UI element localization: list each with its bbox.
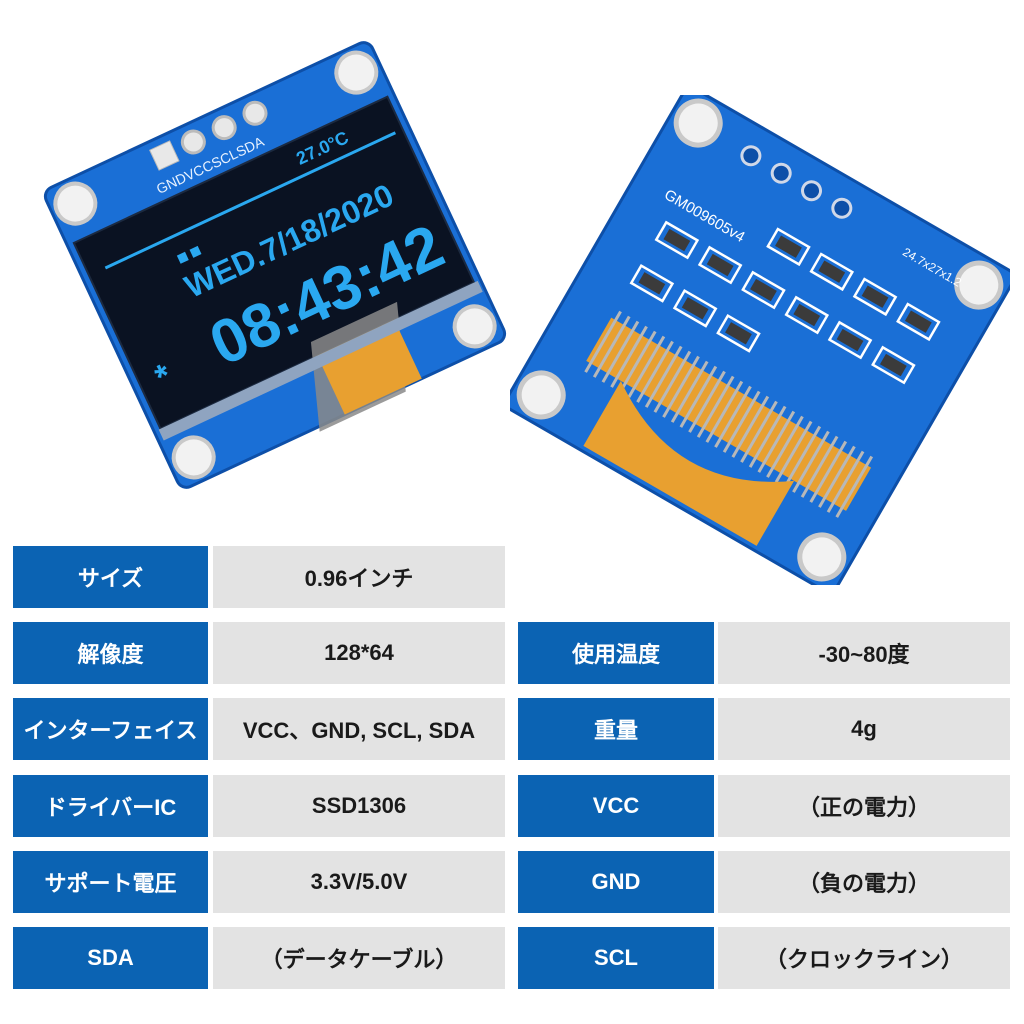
screen-divider (104, 131, 397, 270)
mount-hole-icon (334, 50, 379, 95)
oled-back-image: 24.7x27x1.2 GM009605v4 (510, 95, 1010, 585)
oled-back-drawing: 24.7x27x1.2 GM009605v4 (510, 95, 1010, 585)
pin-pad-icon (149, 140, 180, 171)
spec-label-interface: インターフェイス (13, 698, 208, 760)
mount-hole-icon (954, 260, 1004, 310)
spec-label-driver-ic: ドライバーIC (13, 775, 208, 837)
spec-value-driver-ic: SSD1306 (213, 775, 505, 837)
mount-hole-icon (171, 435, 216, 480)
mount-hole-icon (673, 98, 723, 148)
spec-value-scl: （クロックライン） (718, 927, 1010, 989)
spec-value-temperature: -30~80度 (718, 622, 1010, 684)
spec-label-scl: SCL (518, 927, 714, 989)
spec-label-weight: 重量 (518, 698, 714, 760)
pin-pad-icon (242, 100, 268, 126)
mount-hole-icon (53, 181, 98, 226)
pin-hole-icon (831, 197, 853, 219)
oled-front-image: GNDVCCSCLSDA 27.0°C WED.7/18/2020 * 08:4… (40, 30, 510, 500)
component-bodies (638, 228, 932, 377)
pin-hole-icon (801, 180, 823, 202)
mount-hole-icon (452, 304, 497, 349)
spec-label-gnd: GND (518, 851, 714, 913)
spec-value-gnd: （負の電力） (718, 851, 1010, 913)
spec-value-interface: VCC、GND, SCL, SDA (213, 698, 505, 760)
oled-front-drawing: GNDVCCSCLSDA 27.0°C WED.7/18/2020 * 08:4… (43, 41, 507, 489)
spec-label-temperature: 使用温度 (518, 622, 714, 684)
spec-value-vcc: （正の電力） (718, 775, 1010, 837)
spec-value-resolution: 128*64 (213, 622, 505, 684)
spec-label-size: サイズ (13, 546, 208, 608)
flex-cable (317, 319, 422, 415)
spec-label-voltage: サポート電圧 (13, 851, 208, 913)
spec-value-size: 0.96インチ (213, 546, 505, 608)
spec-label-resolution: 解像度 (13, 622, 208, 684)
screen-dot-icon (189, 245, 202, 258)
pin-hole-icon (770, 162, 792, 184)
screen-bottom-edge (158, 280, 483, 441)
connector-pins (584, 310, 874, 518)
pin-hole-icon (740, 145, 762, 167)
flex-cable (583, 380, 795, 546)
mount-hole-icon (516, 370, 566, 420)
spec-label-vcc: VCC (518, 775, 714, 837)
component-outlines (629, 220, 941, 385)
spec-value-weight: 4g (718, 698, 1010, 760)
pin-pad-icon (180, 129, 206, 155)
spec-label-sda: SDA (13, 927, 208, 989)
screen-dot-icon (176, 251, 189, 264)
pin-pad-icon (211, 115, 237, 141)
spec-value-voltage: 3.3V/5.0V (213, 851, 505, 913)
spec-value-sda: （データケーブル） (213, 927, 505, 989)
mount-hole-icon (797, 532, 847, 582)
